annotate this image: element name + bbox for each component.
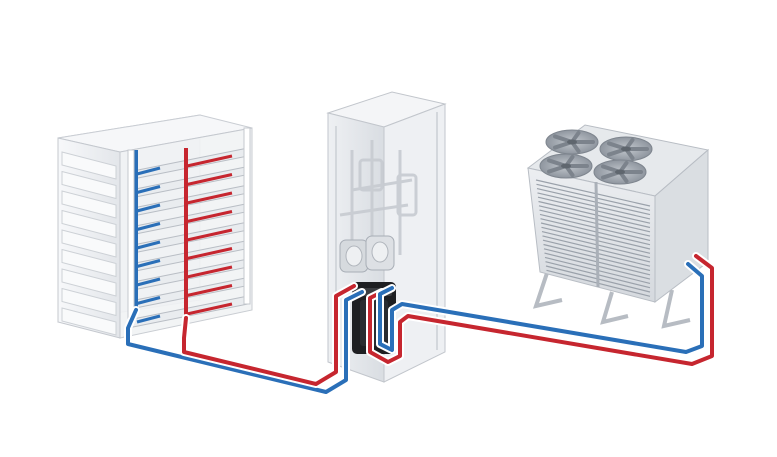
primary-return-pipe: [378, 262, 704, 354]
rack-front-slot: [61, 307, 117, 336]
fan-hub: [621, 146, 631, 152]
coil-fin: [539, 209, 651, 237]
rack-front-slot: [61, 229, 117, 258]
secondary-return-pipe: [126, 290, 364, 394]
coil-fin: [536, 183, 651, 211]
fan-hub: [561, 163, 571, 169]
coil-fin: [537, 192, 651, 220]
coil-fin: [540, 218, 651, 246]
tray-return-hose: [136, 277, 161, 287]
tray-supply-hose: [186, 154, 233, 168]
rack-front-slot: [61, 287, 117, 317]
fan-icon: [593, 159, 647, 185]
dry-cooler-fans: [539, 129, 653, 185]
fan-icon: [599, 136, 653, 162]
tray-supply-hose: [186, 302, 233, 316]
rack-front-slot: [61, 190, 117, 219]
tray-return-hose: [136, 240, 161, 250]
dry-cooler-divider: [594, 181, 600, 288]
tray-supply-hose: [186, 284, 233, 297]
coil-fin: [537, 196, 651, 224]
tray-return-hose: [136, 296, 161, 305]
coil-fin: [535, 179, 651, 207]
coolant-pipes: [124, 252, 716, 396]
coil-fin: [539, 213, 651, 241]
coil-fin: [536, 188, 651, 216]
tray-supply-hose: [186, 247, 233, 260]
primary-supply-pipe: [368, 254, 714, 366]
tray-return-hose: [136, 314, 161, 324]
tray-return-hose: [136, 259, 161, 268]
tray-return-hose: [136, 222, 161, 231]
secondary-supply-pipe: [182, 284, 356, 386]
tray-supply-hose: [186, 265, 233, 279]
rack-front-slot: [61, 268, 117, 297]
tray-return-hose: [136, 203, 161, 213]
tray-return-hose: [136, 185, 161, 194]
tray-supply-hose: [186, 191, 233, 205]
rack-front-slot: [61, 248, 117, 278]
rack-front-slot: [61, 209, 117, 239]
rack-front-slot: [61, 170, 117, 200]
fan-icon: [539, 153, 593, 179]
tray-return-hose: [136, 166, 161, 176]
cdu-internal-piping: [339, 140, 418, 255]
fan-hub: [567, 139, 577, 145]
rack-front-post-left: [127, 149, 135, 321]
dry-cooler-legs: [532, 269, 691, 329]
rack-front-slot: [61, 151, 117, 180]
fan-icon: [545, 129, 599, 155]
rack-left-slots: [61, 151, 117, 336]
tray-supply-hose: [186, 228, 233, 242]
coil-fin: [540, 222, 651, 250]
fan-hub: [615, 169, 625, 175]
dry-cooler: [526, 124, 710, 329]
coil-fin: [538, 205, 651, 233]
tray-supply-hose: [186, 173, 233, 186]
tray-supply-hose: [186, 210, 233, 223]
rack-front-post-right: [243, 127, 251, 305]
coil-fin: [538, 200, 651, 229]
server-rack: [57, 114, 253, 339]
cdu-heat-exchanger: [339, 235, 395, 273]
